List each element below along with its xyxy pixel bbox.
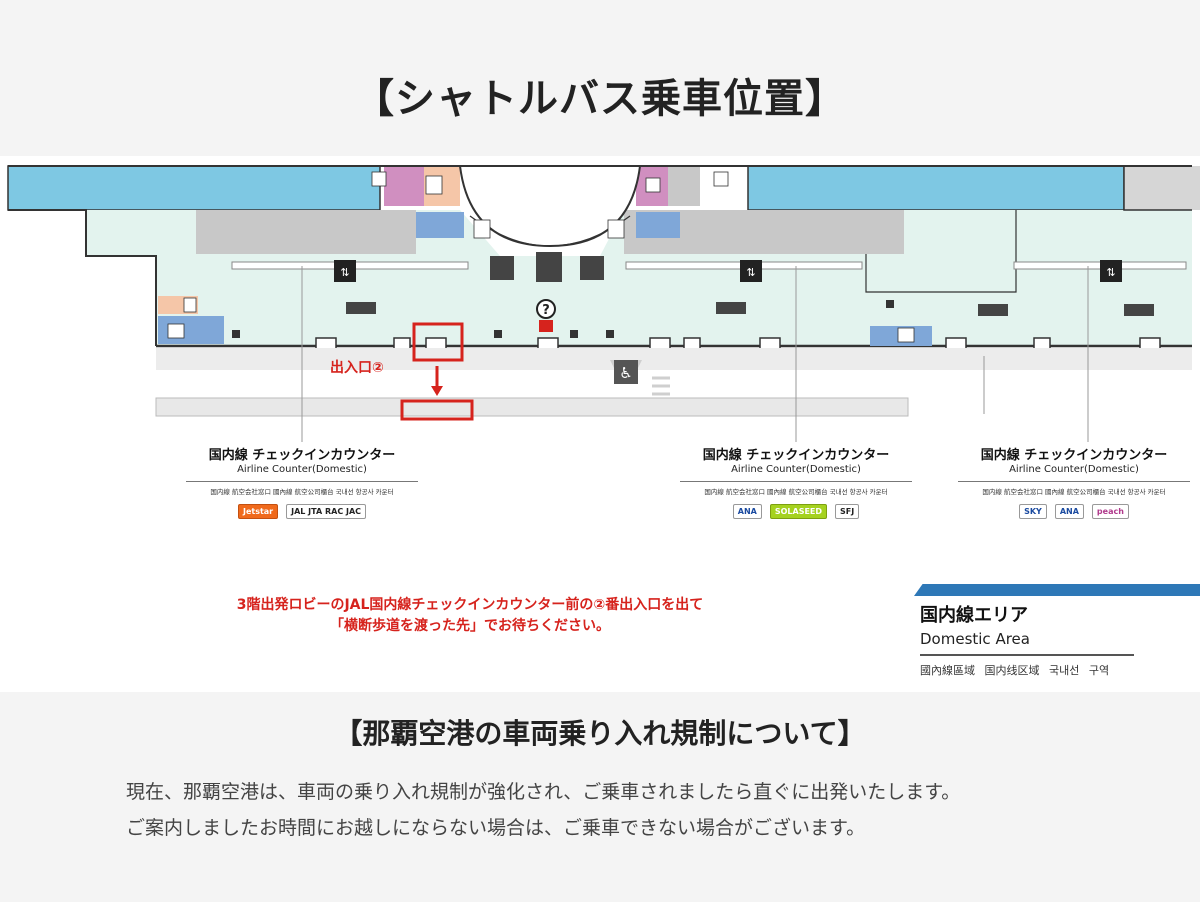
section-heading: 【那覇空港の車両乗り入れ規制について】 (334, 717, 866, 750)
jetstar-logo: Jetstar (237, 504, 279, 519)
ana-logo: ANA (732, 504, 762, 519)
instruction-line-1: 3階出発ロビーのJAL国内線チェックインカウンター前の②番出入口を出て (236, 597, 704, 613)
instruction-line-2: 「横断歩道を渡った先」でお待ちください。 (330, 618, 610, 634)
area-subtitle: 國內線區域 国内线区域 국내선 구역 (920, 664, 1110, 677)
area-title-ja: 国内線エリア (920, 605, 1028, 626)
svg-text:♿: ♿ (619, 364, 632, 382)
counter-title: 国内線 チェックインカウンター (208, 448, 396, 463)
jal-logo: JAL JTA RAC JAC (286, 504, 367, 519)
sfj-logo: SFJ (835, 504, 860, 519)
instruction-text: 3階出発ロビーのJAL国内線チェックインカウンター前の②番出入口を出て 「横断歩… (130, 595, 810, 637)
svg-text:?: ? (542, 303, 550, 318)
terminal-map: ⇅ ⇅ ⇅ ? (0, 156, 1200, 692)
route-arrow (431, 366, 443, 396)
counter-small-text: 国内線 航空会社窓口 國內線 航空公司櫃台 국내선 항공사 카운터 (210, 488, 394, 496)
shop-icon (232, 300, 894, 338)
svg-text:⇅: ⇅ (340, 266, 349, 279)
entrance-2-highlight (412, 322, 464, 362)
checkin-counter-sky: 国内線 チェックインカウンター Airline Counter(Domestic… (954, 444, 1194, 519)
counter-title: 国内線 チェックインカウンター (980, 448, 1168, 463)
floor-plan: ⇅ ⇅ ⇅ ? (0, 156, 1200, 692)
sky-logo: SKY (1019, 504, 1047, 519)
counter-small-text: 国内線 航空会社窓口 國內線 航空公司櫃台 국내선 항공사 카운터 (704, 488, 888, 496)
information-icon: ? (536, 299, 556, 332)
page-title: 【シャトルバス乗車位置】 (354, 76, 846, 122)
solaseed-logo: SOLASEED (769, 504, 828, 519)
checkin-counter-jal: 国内線 チェックインカウンター Airline Counter(Domestic… (182, 444, 422, 519)
roof-left (7, 165, 381, 211)
counter-subtitle: Airline Counter(Domestic) (237, 464, 367, 475)
roof-right (747, 165, 1125, 211)
bus-island (155, 397, 909, 417)
notice-text: 現在、那覇空港は、車両の乗り入れ規制が強化され、ご乗車されましたら直ぐに出発いた… (126, 774, 960, 846)
elevator-icon: ⇅ (1100, 260, 1122, 282)
elevator-icon: ⇅ (740, 260, 762, 282)
area-label: 国内線エリア Domestic Area 國內線區域 国内线区域 국내선 구역 (910, 584, 1200, 678)
area-title-en: Domestic Area (920, 630, 1030, 648)
notice-line-2: ご案内しましたお時間にお越しにならない場合は、ご乗車できない場合がございます。 (126, 817, 866, 839)
svg-text:⇅: ⇅ (1106, 266, 1115, 279)
checkin-counter-ana: 国内線 チェックインカウンター Airline Counter(Domestic… (676, 444, 916, 519)
restroom-icon (167, 171, 915, 343)
notice-line-1: 現在、那覇空港は、車両の乗り入れ規制が強化され、ご乗車されましたら直ぐに出発いた… (126, 781, 961, 803)
svg-text:⇅: ⇅ (746, 266, 755, 279)
peach-logo: peach (1091, 504, 1129, 519)
counter-subtitle: Airline Counter(Domestic) (731, 464, 861, 475)
counter-subtitle: Airline Counter(Domestic) (1009, 464, 1139, 475)
wheelchair-icon: ♿ (610, 360, 642, 384)
escalator-icon (346, 252, 1154, 316)
counter-title: 国内線 チェックインカウンター (702, 448, 890, 463)
entrance-label: 出入口② (330, 360, 384, 376)
bus-stop-highlight (400, 399, 474, 421)
counter-small-text: 国内線 航空会社窓口 國內線 航空公司櫃台 국내선 항공사 카운터 (982, 488, 1166, 496)
elevator-icon: ⇅ (334, 260, 356, 282)
ana-logo: ANA (1054, 504, 1084, 519)
